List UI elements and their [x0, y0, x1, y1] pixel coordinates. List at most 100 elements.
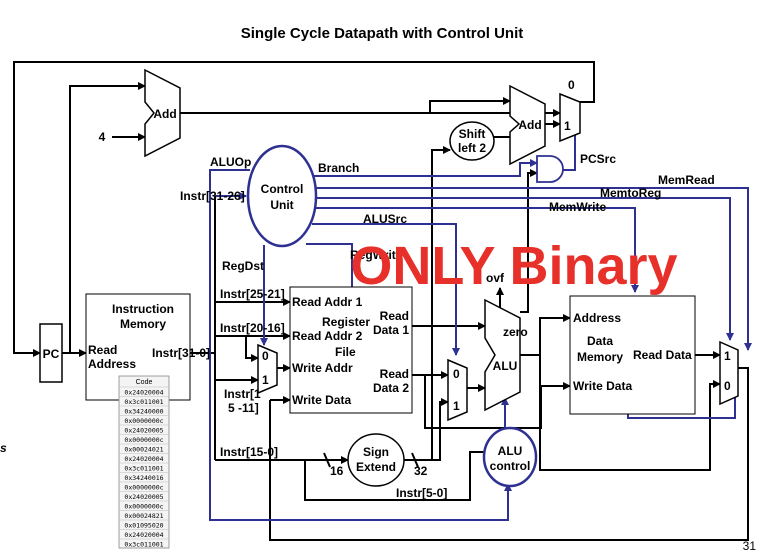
sig-pcsrc: PCSrc — [580, 152, 616, 166]
code-row: 0x00024021 — [124, 446, 163, 454]
sig-memwrite: MemWrite — [549, 200, 606, 214]
branch-adder — [509, 84, 546, 166]
rf-read-addr-2: Read Addr 2 — [292, 329, 363, 343]
page-number: 31 — [743, 539, 757, 553]
dmem-title-1: Data — [587, 334, 613, 348]
code-row: 0x3c011001 — [124, 541, 163, 549]
alu-label: ALU — [493, 359, 518, 373]
dmem-write-data: Write Data — [573, 379, 632, 393]
alu-control-1: ALU — [498, 444, 523, 458]
sig-aluop: ALUOp — [210, 155, 251, 169]
alusrc-mux — [447, 358, 468, 422]
sig-instr-15-0: Instr[15-0] — [220, 445, 278, 459]
alu — [484, 298, 521, 412]
rf-read-data-1a: Read — [380, 309, 409, 323]
branch-and-gate — [536, 155, 564, 183]
datapath-wires — [13, 61, 749, 541]
edge-fragment: s — [0, 441, 7, 455]
code-row: 0x24020005 — [124, 427, 163, 435]
sign-extend — [347, 433, 405, 487]
sig-bits32: 32 — [414, 464, 428, 478]
shift-left-2 — [449, 121, 495, 161]
imem-read-2: Address — [88, 357, 136, 371]
sig-memread: MemRead — [658, 173, 715, 187]
code-row: 0x24020004 — [124, 531, 163, 539]
regdst-mux — [257, 343, 278, 395]
register-file — [289, 286, 413, 414]
sign-extend-2: Extend — [356, 460, 396, 474]
control-label-1: Control — [261, 182, 304, 196]
adder2-label: Add — [518, 118, 541, 132]
code-row: 0x34240016 — [124, 474, 163, 482]
code-table: Code 0x240200040x3c0110010x342400000x000… — [118, 375, 170, 549]
code-row: 0x0000000c — [124, 436, 163, 444]
constant-four: 4 — [99, 130, 106, 144]
mem-mux-1: 1 — [724, 349, 731, 363]
code-row: 0x01095020 — [124, 522, 163, 530]
reg-mux-0: 0 — [262, 349, 269, 363]
pc-mux-1: 1 — [564, 119, 571, 133]
rf-register: Register — [322, 315, 370, 329]
imem-read-1: Read — [88, 343, 117, 357]
sig-regwrite: RegWrite — [350, 248, 403, 262]
sig-branch: Branch — [318, 161, 359, 175]
sig-regdst: RegDst — [222, 259, 264, 273]
imem-title-1: Instruction — [112, 302, 174, 316]
sig-instr-15-11a: Instr[1 — [224, 387, 261, 401]
sig-memtoreg: MemtoReg — [600, 186, 661, 200]
mem-mux-0: 0 — [724, 379, 731, 393]
dmem-title-2: Memory — [577, 350, 623, 364]
shift-label-2: left 2 — [458, 141, 486, 155]
code-row: 0x24020005 — [124, 493, 163, 501]
memtoreg-mux — [719, 340, 739, 406]
sig-instr-5-0: Instr[5-0] — [396, 486, 447, 500]
pc-adder — [144, 68, 181, 158]
rf-read-addr-1: Read Addr 1 — [292, 295, 363, 309]
alu-control — [482, 426, 538, 488]
control-unit — [246, 144, 318, 248]
data-memory — [569, 295, 696, 415]
sig-instr-25-21: Instr[25-21] — [220, 287, 285, 301]
rf-read-data-2a: Read — [380, 367, 409, 381]
sig-alusrc: ALUSrc — [363, 212, 407, 226]
alu-ovf: ovf — [486, 271, 505, 285]
rf-read-data-1b: Data 1 — [373, 323, 409, 337]
overlay-text: ONLY Binary — [350, 236, 677, 296]
code-row: 0x0000000c — [124, 503, 163, 511]
alu-control-2: control — [490, 459, 531, 473]
rf-write-addr: Write Addr — [292, 361, 353, 375]
sig-instr-20-16: Instr[20-16] — [220, 321, 285, 335]
diagram-title: Single Cycle Datapath with Control Unit — [241, 25, 524, 42]
rf-read-data-2b: Data 2 — [373, 381, 409, 395]
dmem-address: Address — [573, 311, 621, 325]
code-row: 0x34240000 — [124, 408, 163, 416]
sign-extend-1: Sign — [363, 445, 389, 459]
sig-instr-15-11b: 5 -11] — [228, 401, 259, 415]
code-row: 0x0000000c — [124, 484, 163, 492]
control-wires — [209, 159, 752, 521]
imem-output: Instr[31-0] — [152, 346, 210, 360]
pc-label: PC — [43, 347, 60, 361]
rf-file: File — [335, 345, 356, 359]
code-row: 0x00024821 — [124, 512, 163, 520]
dmem-read-data: Read Data — [633, 348, 692, 362]
code-row: 0x0000000c — [124, 417, 163, 425]
shift-label-1: Shift — [459, 127, 486, 141]
pc-register — [39, 323, 63, 383]
reg-mux-1: 1 — [262, 373, 269, 387]
alu-mux-1: 1 — [453, 399, 460, 413]
control-label-2: Unit — [270, 198, 293, 212]
rf-write-data: Write Data — [292, 393, 351, 407]
sig-bits16: 16 — [330, 464, 344, 478]
code-row: 0x3c011001 — [124, 398, 163, 406]
code-row: 0x3c011001 — [124, 465, 163, 473]
code-row: 0x24020004 — [124, 389, 163, 397]
alu-mux-0: 0 — [453, 367, 460, 381]
pc-mux — [559, 92, 581, 143]
sig-instr-31-26: Instr[31-26] — [180, 189, 245, 203]
imem-title-2: Memory — [120, 317, 166, 331]
adder1-label: Add — [153, 107, 176, 121]
alu-zero: zero — [503, 325, 528, 339]
